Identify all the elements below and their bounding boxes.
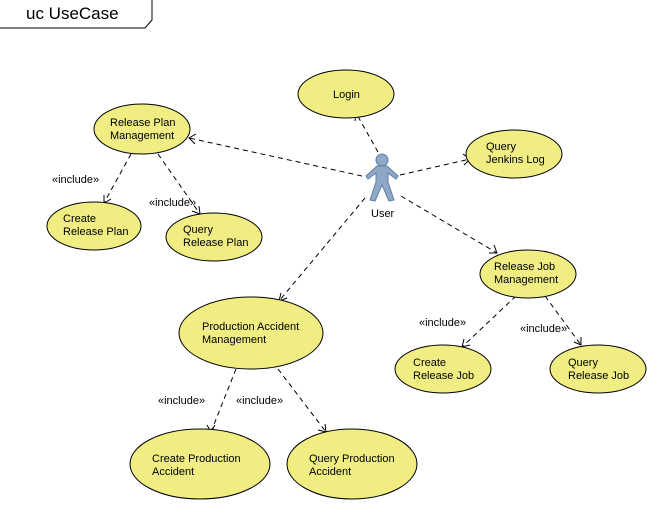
- use-case-production-accident-management[interactable]: Production Accident Management: [178, 296, 324, 370]
- include-query-release-job: [544, 295, 582, 346]
- use-case-create-release-plan[interactable]: Create Release Plan: [46, 201, 142, 251]
- use-case-label: Create Production: [152, 453, 241, 465]
- use-case-label: Release Plan: [110, 117, 175, 129]
- use-case-label: Release Plan: [183, 237, 248, 249]
- use-case-label: Release Job: [568, 370, 629, 382]
- include-create-release-job: [461, 295, 517, 348]
- use-case-release-job-management[interactable]: Release Job Management: [479, 249, 577, 299]
- use-case-create-release-job[interactable]: Create Release Job: [394, 344, 492, 394]
- use-case-label: Management: [494, 274, 558, 286]
- use-case-release-plan-management[interactable]: Release Plan Management: [93, 103, 191, 155]
- use-case-label: Query: [486, 141, 516, 153]
- dependency-user-release-job: [400, 195, 498, 254]
- arrowhead-query-production-accident: [317, 423, 327, 433]
- include-create-production-accident: [210, 368, 237, 433]
- use-case-label: Accident: [152, 466, 194, 478]
- use-case-label: Query: [183, 224, 213, 236]
- dependency-user-production-accident: [278, 197, 366, 302]
- use-case-label: Release Job: [494, 261, 555, 273]
- dependency-user-jenkins: [399, 158, 471, 176]
- include-query-production-accident: [277, 368, 327, 433]
- use-case-create-production-accident[interactable]: Create Production Accident: [129, 428, 271, 500]
- actor-label: User: [371, 208, 395, 220]
- arrowhead-query-release-job: [573, 337, 582, 346]
- arrowhead-release-plan: [188, 133, 197, 145]
- include-label: «include»: [520, 323, 567, 335]
- use-case-label: Login: [333, 89, 360, 101]
- use-case-label: Create: [413, 357, 446, 369]
- use-case-query-release-plan[interactable]: Query Release Plan: [165, 212, 263, 262]
- use-case-query-production-accident[interactable]: Query Production Accident: [286, 428, 418, 500]
- diagram-frame: uc UseCase: [0, 0, 153, 29]
- dependency-user-login: [355, 112, 379, 153]
- actor-user[interactable]: User: [365, 153, 399, 220]
- include-label: «include»: [149, 197, 196, 209]
- use-case-label: Management: [202, 334, 266, 346]
- relationships: [103, 112, 582, 434]
- include-label: «include»: [236, 395, 283, 407]
- use-case-label: Release Plan: [63, 226, 128, 238]
- use-case-label: Accident: [309, 466, 351, 478]
- use-case-label: Release Job: [413, 370, 474, 382]
- include-query-release-plan: [157, 153, 201, 215]
- actor-icon: [365, 153, 399, 202]
- use-case-label: Create: [63, 213, 96, 225]
- use-case-query-release-job[interactable]: Query Release Job: [549, 344, 647, 394]
- use-case-query-jenkins-log[interactable]: Query Jenkins Log: [465, 129, 563, 179]
- dependency-user-release-plan: [188, 137, 363, 177]
- use-case-label: Management: [110, 130, 174, 142]
- include-create-release-plan: [103, 153, 132, 204]
- use-case-label: Production Accident: [202, 321, 299, 333]
- arrowhead-release-job: [489, 244, 498, 254]
- use-case-label: Query Production: [309, 453, 395, 465]
- use-case-label: Jenkins Log: [486, 154, 545, 166]
- include-label: «include»: [419, 317, 466, 329]
- use-case-login[interactable]: Login: [297, 69, 395, 119]
- use-case-label: Query: [568, 357, 598, 369]
- frame-title: uc UseCase: [26, 4, 119, 23]
- include-label: «include»: [158, 395, 205, 407]
- include-label: «include»: [52, 174, 99, 186]
- include-labels: «include» «include» «include» «include» …: [52, 174, 567, 407]
